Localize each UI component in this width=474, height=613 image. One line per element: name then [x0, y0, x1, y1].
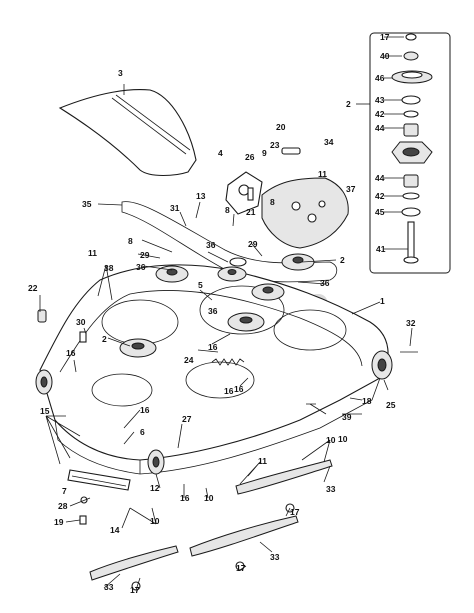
- callout-46: 46: [375, 73, 385, 83]
- callout-28: 28: [58, 501, 68, 511]
- callout-39: 39: [342, 412, 352, 422]
- callout-18: 18: [362, 396, 372, 406]
- spindle-assembly-inset: [356, 32, 451, 274]
- callout-38: 38: [104, 263, 114, 273]
- callout-24: 24: [184, 355, 194, 365]
- callout-8: 8: [225, 205, 230, 215]
- callout-8: 8: [128, 236, 133, 246]
- callout-10: 10: [204, 493, 214, 503]
- callout-13: 13: [196, 191, 206, 201]
- deck-housing: [39, 264, 389, 475]
- deck-belt: [121, 201, 338, 283]
- callout-35: 35: [82, 199, 92, 209]
- callout-42: 42: [375, 191, 385, 201]
- gauge-wheels: [35, 350, 393, 475]
- callout-11: 11: [318, 169, 327, 179]
- belt-cover: [58, 84, 197, 177]
- callout-33: 33: [104, 582, 114, 592]
- callout-36: 36: [208, 306, 218, 316]
- callout-16: 16: [224, 386, 234, 396]
- callout-36: 36: [206, 240, 216, 250]
- deck-top-shield: [261, 177, 349, 249]
- callout-34: 34: [324, 137, 334, 147]
- callout-16: 16: [208, 342, 218, 352]
- mower-blades: [89, 459, 333, 581]
- callout-2: 2: [346, 99, 351, 109]
- callout-16: 16: [234, 384, 244, 394]
- callout-33: 33: [270, 552, 280, 562]
- callout-16: 16: [180, 493, 190, 503]
- callout-27: 27: [182, 414, 192, 424]
- callout-8: 8: [270, 197, 275, 207]
- callout-7: 7: [62, 486, 67, 496]
- callout-37: 37: [346, 184, 356, 194]
- callout-29: 29: [140, 250, 150, 260]
- callout-12: 12: [150, 483, 160, 493]
- callout-23: 23: [270, 140, 280, 150]
- rear-baffle: [67, 469, 131, 491]
- callout-6: 6: [140, 427, 145, 437]
- callout-44: 44: [375, 123, 385, 133]
- deck-pulleys: [119, 253, 315, 358]
- callout-32: 32: [406, 318, 416, 328]
- callout-42: 42: [375, 109, 385, 119]
- callout-36: 36: [320, 278, 330, 288]
- idler-bracket: [225, 171, 263, 215]
- callout-17: 17: [236, 563, 246, 573]
- callout-10: 10: [150, 516, 160, 526]
- callout-21: 21: [246, 207, 256, 217]
- callout-33: 33: [326, 484, 336, 494]
- callout-45: 45: [375, 207, 385, 217]
- callout-14: 14: [110, 525, 120, 535]
- callout-41: 41: [376, 244, 386, 254]
- callout-26: 26: [245, 152, 255, 162]
- callout-31: 31: [170, 203, 180, 213]
- callout-10: 10: [326, 435, 336, 445]
- callout-22: 22: [28, 283, 38, 293]
- callout-44: 44: [375, 173, 385, 183]
- callout-43: 43: [375, 95, 385, 105]
- callout-11: 11: [258, 456, 267, 466]
- callout-11: 11: [88, 248, 97, 258]
- callout-9: 9: [262, 148, 267, 158]
- callout-10: 10: [338, 434, 348, 444]
- callout-19: 19: [54, 517, 64, 527]
- callout-2: 2: [102, 334, 107, 344]
- callout-leaders: [39, 201, 413, 591]
- callout-3: 3: [118, 68, 123, 78]
- callout-5: 5: [198, 280, 203, 290]
- callout-30: 30: [76, 317, 86, 327]
- callout-40: 40: [380, 51, 390, 61]
- callout-2: 2: [340, 255, 345, 265]
- callout-16: 16: [66, 348, 76, 358]
- callout-17: 17: [130, 585, 140, 595]
- callout-16: 16: [140, 405, 150, 415]
- callout-labels: 3 2 17 40 46 43 42 44 44 42 45 41 20 23 …: [28, 32, 416, 595]
- callout-17: 17: [380, 32, 390, 42]
- callout-15: 15: [40, 406, 50, 416]
- callout-4: 4: [218, 148, 223, 158]
- callout-25: 25: [386, 400, 396, 410]
- tension-spring: [211, 358, 245, 366]
- callout-20: 20: [276, 122, 286, 132]
- callout-1: 1: [380, 296, 385, 306]
- callout-17: 17: [290, 507, 300, 517]
- callout-29: 29: [248, 239, 258, 249]
- callout-36: 36: [136, 262, 146, 272]
